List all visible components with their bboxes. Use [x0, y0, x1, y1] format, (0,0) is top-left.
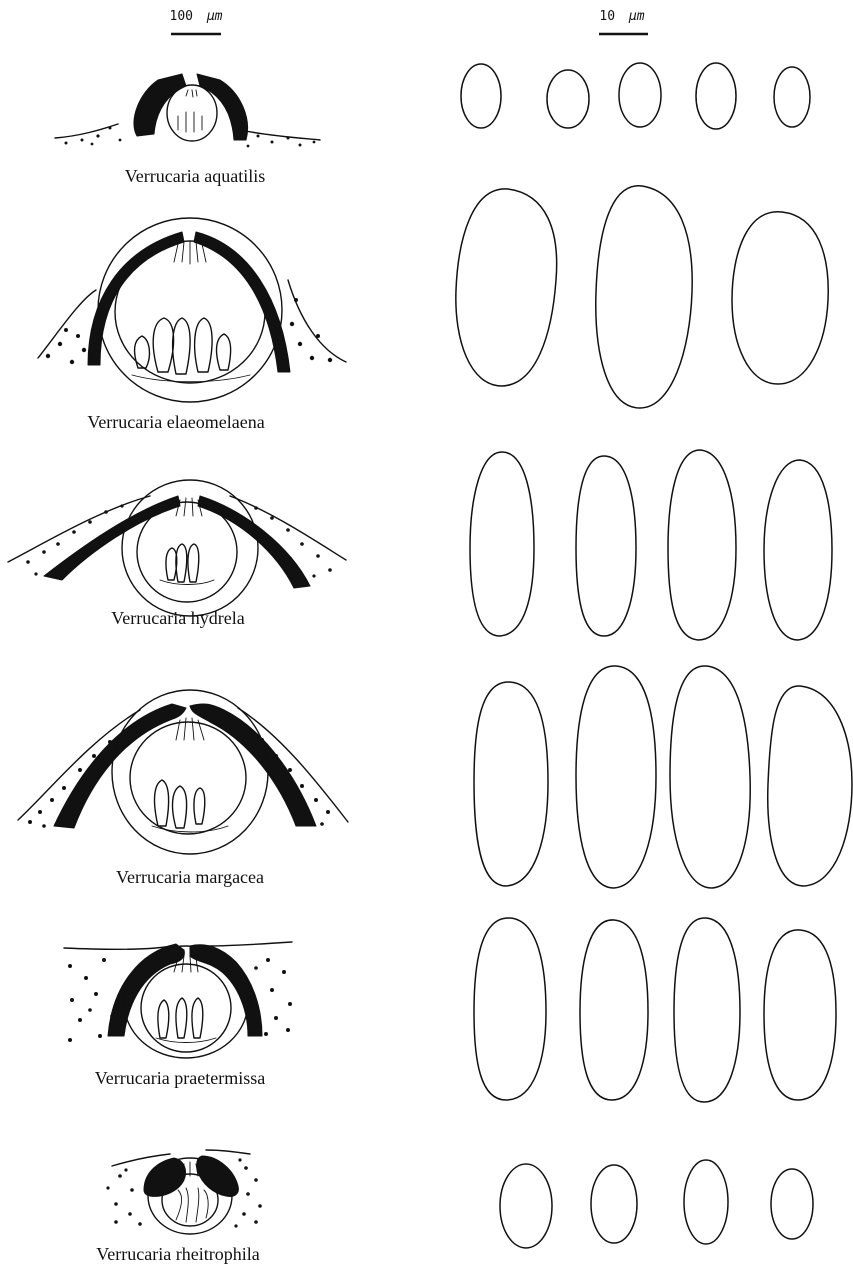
scale-bar-spores-unit: μm [628, 9, 645, 24]
spore [670, 666, 750, 888]
spore [576, 666, 656, 888]
spore [732, 212, 828, 384]
spore [500, 1164, 552, 1248]
section-drawing-aquatilis [55, 74, 320, 147]
spore [764, 930, 836, 1100]
species-label-margacea: Verrucaria margacea [116, 867, 264, 887]
spore [596, 186, 692, 408]
spore [456, 189, 557, 386]
section-drawing-elaeomelaena [38, 218, 346, 402]
scale-bar-section-unit: μm [206, 9, 223, 24]
species-label-rheitrophila: Verrucaria rheitrophila [96, 1244, 259, 1264]
spore [474, 918, 546, 1100]
species-label-aquatilis: Verrucaria aquatilis [125, 166, 265, 186]
spore [684, 1160, 728, 1244]
spore [774, 67, 810, 127]
spore [768, 686, 852, 886]
spore [771, 1169, 813, 1239]
spore [674, 918, 740, 1102]
spore [576, 456, 636, 636]
spore [461, 64, 501, 128]
spores-praetermissa [474, 918, 836, 1102]
species-label-praetermissa: Verrucaria praetermissa [95, 1068, 265, 1088]
scale-bar-spores-value: 10 [599, 9, 615, 24]
spore [580, 920, 648, 1100]
scale-bar-section: 100 μm [170, 9, 223, 34]
section-drawing-hydrela [8, 480, 346, 616]
spore [470, 452, 534, 636]
spores-aquatilis [461, 63, 810, 129]
svg-text:100 μm: 100 μm [170, 9, 223, 24]
spore [547, 70, 589, 128]
section-drawing-margacea [18, 690, 348, 854]
spore [696, 63, 736, 129]
spores-rheitrophila [500, 1160, 813, 1248]
spore [668, 450, 736, 640]
spore [764, 460, 832, 640]
spores-hydrela [470, 450, 832, 640]
section-drawing-rheitrophila [106, 1150, 261, 1234]
scale-bar-section-value: 100 [170, 9, 193, 24]
spore [591, 1165, 637, 1243]
spore [619, 63, 661, 127]
spore [474, 682, 548, 886]
scale-bar-spores: 10 μm [599, 9, 648, 34]
section-drawing-praetermissa [64, 942, 292, 1058]
svg-text:10 μm: 10 μm [599, 9, 644, 24]
spores-elaeomelaena [456, 186, 828, 408]
spores-margacea [474, 666, 852, 888]
species-label-hydrela: Verrucaria hydrela [111, 608, 244, 628]
species-label-elaeomelaena: Verrucaria elaeomelaena [87, 412, 264, 432]
